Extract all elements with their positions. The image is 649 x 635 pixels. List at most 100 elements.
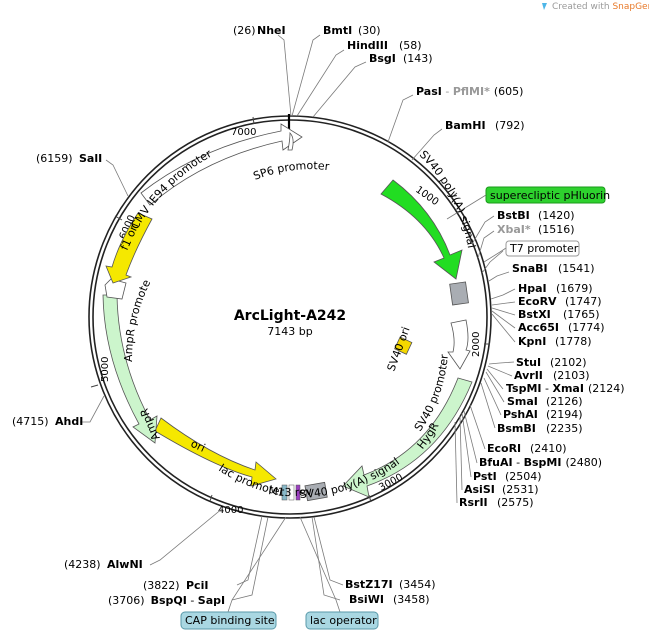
sp6-promoter-arrow — [287, 132, 294, 151]
site-acc65i-pos: (1774) — [568, 321, 605, 334]
superecliptic-phluorin-arrow — [380, 179, 463, 280]
site-pcii: PciI — [186, 579, 208, 592]
site-sapi: SapI — [198, 594, 225, 607]
site-ahdi-pos: (4715) — [12, 415, 49, 428]
site-bsgi: BsgI — [369, 52, 396, 65]
site-bspmi: BspMI — [524, 456, 562, 469]
snapgene-logo-icon — [542, 3, 547, 10]
plasmid-name: ArcLight-A242 — [234, 308, 346, 324]
site-hindiii-pos: (58) — [399, 39, 422, 52]
site-asisi: AsiSI — [464, 483, 495, 496]
site-bstxi: BstXI — [518, 308, 551, 321]
site-rsrii: RsrII — [459, 496, 488, 509]
tick-7000: 7000 — [231, 127, 256, 138]
watermark-brand: SnapGene — [612, 2, 649, 12]
site-bmti: BmtI — [323, 24, 352, 37]
cap-binding-site-label: CAP binding site — [185, 614, 275, 627]
site-avrii: AvrII — [514, 369, 543, 382]
site-pasi-pos: (605) — [494, 85, 524, 98]
site-kpni-pos: (1778) — [555, 335, 592, 348]
site-snabi-pos: (1541) — [558, 262, 595, 275]
site-bfuai: BfuAI — [479, 456, 513, 469]
site-pflmi: PflMI* — [453, 85, 490, 98]
site-bsgi-pos: (143) — [403, 52, 433, 65]
sv40-polya-signal-box — [449, 281, 469, 306]
site-psti: PstI — [473, 470, 497, 483]
site-avrii-pos: (2103) — [553, 369, 590, 382]
site-stui-pos: (2102) — [550, 356, 587, 369]
lac-promoter-label: lac promoter — [216, 462, 285, 499]
site-bstz17i-pos: (3454) — [399, 578, 436, 591]
site-bsmbi: BsmBI — [497, 422, 536, 435]
tick-marks — [90, 116, 490, 503]
site-alwni-pos: (4238) — [64, 558, 101, 571]
site-xbai: XbaI* — [497, 223, 531, 236]
site-bstbi-pos: (1420) — [538, 209, 575, 222]
site-xbai-pos: (1516) — [538, 223, 575, 236]
site-sali-pos: (6159) — [36, 152, 73, 165]
ori-arrow — [154, 417, 277, 487]
site-ecori: EcoRI — [487, 442, 521, 455]
site-bsmbi-pos: (2235) — [546, 422, 583, 435]
site-ecori-pos: (2410) — [530, 442, 567, 455]
ori-label: ori — [189, 437, 207, 455]
site-stui: StuI — [516, 356, 541, 369]
t7-promoter-box — [505, 240, 580, 257]
site-bfuai-pos: (2480) — [565, 456, 602, 469]
m13-rev-label: M13 rev — [268, 484, 314, 499]
ampr-promoter-label: AmpR promoter — [0, 0, 153, 362]
f1-ori-arrow — [105, 212, 153, 284]
lac-operator-label-box — [305, 611, 379, 630]
site-rsrii-pos: (2575) — [497, 496, 534, 509]
ampr-promoter-arrow — [104, 278, 127, 300]
watermark-prefix: Created with — [552, 2, 612, 12]
site-sali: SalI — [79, 152, 102, 165]
sv40-polya-signal-2-box — [304, 481, 328, 502]
site-hpai: HpaI — [518, 282, 547, 295]
site-bmti-pos: (30) — [358, 24, 381, 37]
svg-text:(3706)BspQI - SapI: (3706)BspQI - SapI — [108, 594, 225, 607]
svg-text:Created with SnapGene®: Created with SnapGene® — [552, 2, 649, 12]
site-psti-pos: (2504) — [505, 470, 542, 483]
site-bstxi-pos: (1765) — [563, 308, 600, 321]
site-asisi-pos: (2531) — [502, 483, 539, 496]
site-pasi: PasI — [416, 85, 442, 98]
ampr-arrow — [102, 294, 158, 444]
site-nhei: NheI — [257, 24, 286, 37]
site-alwni: AlwNI — [107, 558, 143, 571]
sv40-promoter-arrow — [447, 319, 471, 370]
lac-operator-box — [288, 484, 295, 501]
site-tspmi-pos: (2124) — [588, 382, 625, 395]
site-bamhi: BamHI — [445, 119, 486, 132]
site-bstz17i: BstZ17I — [345, 578, 393, 591]
site-hindiii: HindIII — [347, 39, 388, 52]
site-bamhi-pos: (792) — [495, 119, 525, 132]
cap-binding-site-box — [281, 484, 288, 501]
site-hpai-pos: (1679) — [556, 282, 593, 295]
svg-text:BfuAI - BspMI(2480): BfuAI - BspMI(2480) — [479, 456, 602, 469]
cap-binding-site-label-box — [180, 611, 277, 630]
superecliptic-phluorin-label: superecliptic pHluorin — [490, 189, 610, 202]
tick-4000: 4000 — [218, 505, 243, 516]
site-bstbi: BstBI — [497, 209, 530, 222]
site-kpni: KpnI — [518, 335, 546, 348]
m13-rev-box — [295, 484, 301, 501]
site-acc65i: Acc65I — [518, 321, 559, 334]
snapgene-watermark: Created with SnapGene® — [542, 2, 649, 12]
t7-promoter-label: T7 promoter — [509, 242, 579, 255]
site-pcii-pos: (3822) — [143, 579, 180, 592]
sv40-ori-box — [394, 336, 413, 355]
site-ecorv-pos: (1747) — [565, 295, 602, 308]
site-smai-pos: (2126) — [546, 395, 583, 408]
tick-2000: 2000 — [471, 332, 482, 357]
svg-text:lac promoter: lac promoter — [216, 462, 285, 499]
site-smai: SmaI — [507, 395, 538, 408]
svg-text:PasI - PflMI*(605): PasI - PflMI*(605) — [416, 85, 523, 98]
svg-text:M13 rev: M13 rev — [268, 484, 314, 499]
svg-text:SP6 promoter: SP6 promoter — [251, 159, 330, 183]
site-nhei-pos: (26) — [233, 24, 256, 37]
site-bsiwi: BsiWI — [349, 593, 384, 606]
svg-text:AmpR promoter: AmpR promoter — [0, 0, 153, 362]
site-bspqi: BspQI — [151, 594, 187, 607]
